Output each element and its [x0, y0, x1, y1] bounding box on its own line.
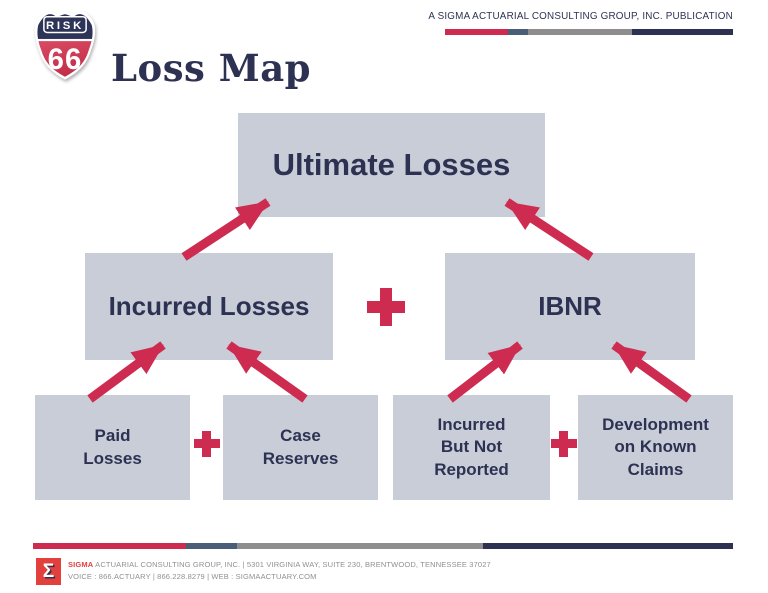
header-accent-bar [445, 29, 733, 35]
plus-icon [367, 288, 405, 326]
node-label: Ultimate Losses [272, 146, 511, 182]
node-paid-losses: Paid Losses [35, 395, 190, 500]
node-ibnr: IBNR [445, 253, 695, 360]
node-incurred-but-not-reported: Incurred But Not Reported [393, 395, 550, 500]
risk66-shield-icon: RISK 66 [34, 11, 96, 80]
publication-line: A SIGMA ACTUARIAL CONSULTING GROUP, INC.… [428, 10, 733, 22]
bar-segment-blue [508, 29, 528, 35]
sigma-logo-icon: Σ [36, 558, 61, 585]
node-development-on-known-claims: Development on Known Claims [578, 395, 733, 500]
footer-address: ACTUARIAL CONSULTING GROUP, INC. | 5301 … [93, 560, 491, 569]
footer-line1: SIGMA ACTUARIAL CONSULTING GROUP, INC. |… [68, 559, 491, 571]
plus-icon [194, 431, 220, 457]
bar-segment-navy [632, 29, 733, 35]
bar-segment-gray [237, 543, 483, 549]
plus-icon [551, 431, 577, 457]
footer-accent-bar [33, 543, 733, 549]
node-label: IBNR [538, 291, 602, 322]
node-ultimate-losses: Ultimate Losses [238, 113, 545, 217]
logo-risk-text: RISK [46, 20, 84, 32]
node-case-reserves: Case Reserves [223, 395, 378, 500]
footer-contact-block: SIGMA ACTUARIAL CONSULTING GROUP, INC. |… [68, 559, 491, 583]
bar-segment-red [445, 29, 508, 35]
bar-segment-navy [483, 543, 733, 549]
node-label: Incurred But Not Reported [434, 414, 509, 479]
footer-brand: SIGMA [68, 560, 94, 569]
node-label: Incurred Losses [108, 291, 310, 322]
bar-segment-red [33, 543, 186, 549]
risk66-logo: RISK 66 [30, 7, 100, 85]
node-label: Paid Losses [83, 426, 142, 468]
node-label: Case Reserves [262, 426, 339, 468]
logo-66-text: 66 [48, 44, 83, 76]
bar-segment-blue [186, 543, 237, 549]
node-label: Development on Known Claims [602, 414, 709, 479]
footer-line2: VOICE : 866.ACTUARY | 866.228.8279 | WEB… [68, 572, 317, 581]
bar-segment-gray [528, 29, 632, 35]
node-incurred-losses: Incurred Losses [85, 253, 333, 360]
page-title: Loss Map [111, 46, 312, 90]
